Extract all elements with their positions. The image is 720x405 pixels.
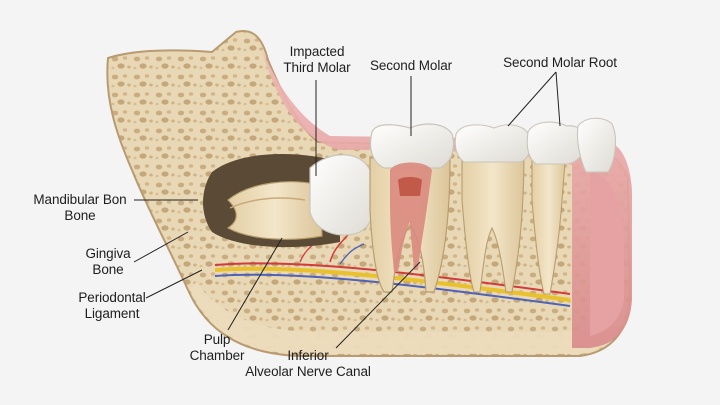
label-line: Mandibular Bon xyxy=(33,192,127,207)
label-pulp-chamber: Pulp Chamber xyxy=(182,332,252,364)
impacted-molar-art xyxy=(203,153,377,248)
leader-inferior xyxy=(335,261,421,349)
label-line: Ligament xyxy=(84,306,140,321)
label-inferior-alveolar-nerve-canal: Inferior Alveolar Nerve Canal xyxy=(238,348,378,380)
label-line: Inferior xyxy=(287,348,329,363)
leader-root-b xyxy=(555,71,561,127)
label-second-molar: Second Molar xyxy=(356,58,466,74)
molars-row xyxy=(454,117,617,295)
label-line: Impacted xyxy=(289,44,345,59)
leader-root-a xyxy=(507,71,557,127)
label-line: Third Molar xyxy=(283,60,351,75)
label-line: Bone xyxy=(64,208,96,223)
label-line: Periodontal xyxy=(78,290,146,305)
label-line: Alveolar Nerve Canal xyxy=(245,364,371,379)
leader-periodontal xyxy=(145,269,203,299)
label-line: Bone xyxy=(92,262,124,277)
label-mandibular-bone: Mandibular Bon Bone xyxy=(24,192,136,224)
label-line: Second Molar xyxy=(369,58,453,73)
label-periodontal-ligament: Periodontal Ligament xyxy=(70,290,154,322)
label-impacted-third-molar: Impacted Third Molar xyxy=(272,44,362,76)
label-line: Gingiva xyxy=(85,246,131,261)
label-line: Second Molar Root xyxy=(503,55,617,70)
gingiva-tissue xyxy=(262,50,632,348)
leader-pulp xyxy=(227,237,283,331)
label-gingiva-bone: Gingiva Bone xyxy=(78,246,138,278)
leader-lines xyxy=(133,71,561,349)
leader-gingiva xyxy=(133,231,189,263)
label-second-molar-root: Second Molar Root xyxy=(490,55,630,71)
label-line: Pulp xyxy=(203,332,231,347)
second-molar-art xyxy=(369,123,455,293)
label-line: Chamber xyxy=(189,348,245,363)
